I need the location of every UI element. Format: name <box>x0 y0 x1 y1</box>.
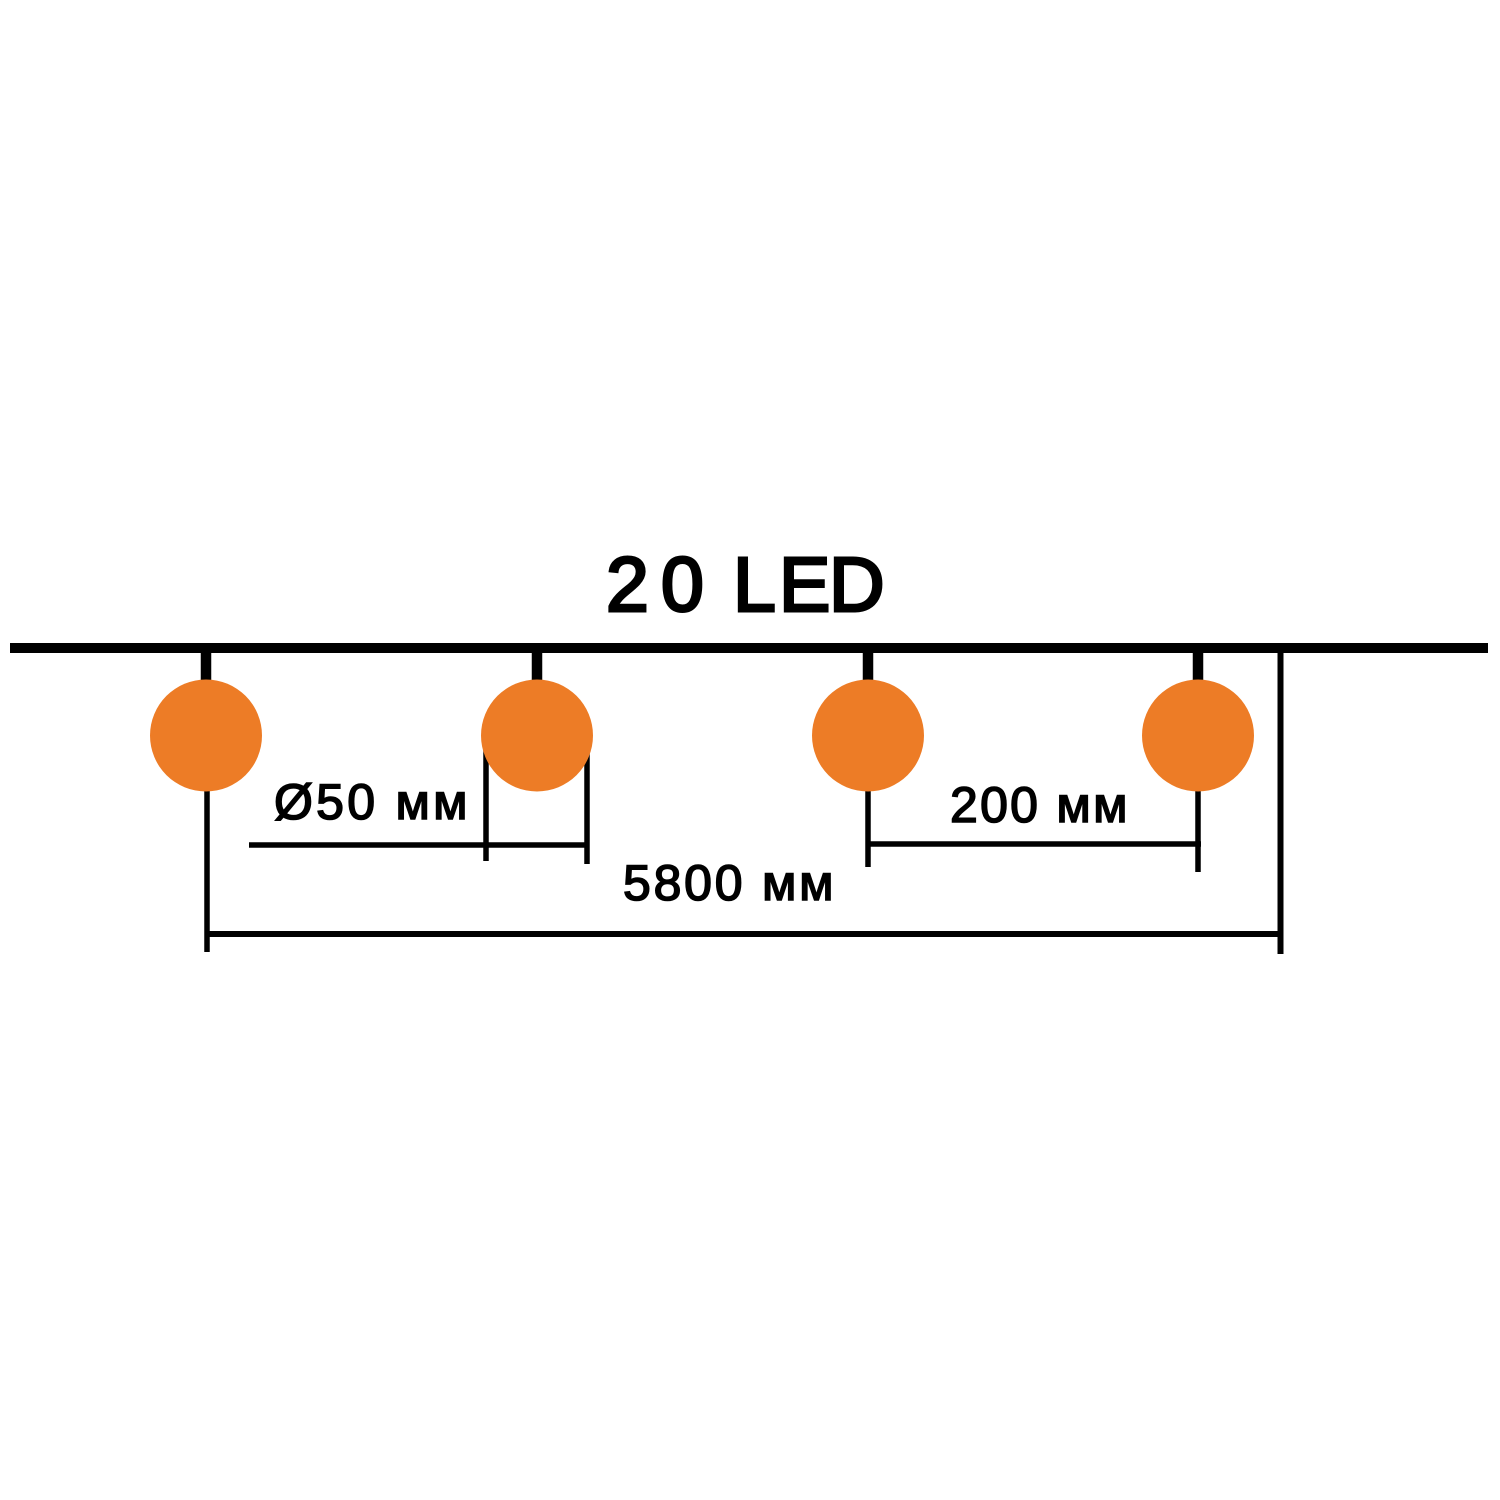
svg-text:5800 мм: 5800 мм <box>623 855 836 911</box>
svg-text:Ø50 мм: Ø50 мм <box>274 774 471 830</box>
svg-text:20 LED: 20 LED <box>606 542 885 628</box>
svg-text:200 мм: 200 мм <box>950 777 1130 833</box>
